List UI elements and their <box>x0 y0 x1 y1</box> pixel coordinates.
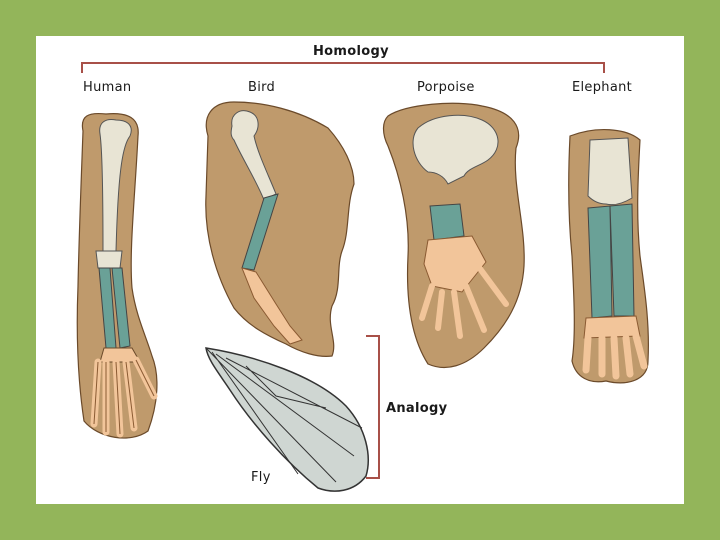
human-forelimb <box>77 114 157 439</box>
homology-analogy-figure <box>36 36 684 504</box>
homology-bracket <box>82 63 604 73</box>
elephant-label: Elephant <box>572 80 632 95</box>
elephant-wrist <box>584 316 640 338</box>
fly-wing-membrane <box>206 348 368 491</box>
porpoise-flipper <box>384 103 525 367</box>
bird-wing <box>206 102 354 356</box>
homology-label: Homology <box>313 44 389 59</box>
fly-wing <box>206 348 368 491</box>
fly-label: Fly <box>251 470 271 485</box>
human-elbow <box>96 251 122 268</box>
elephant-humerus <box>588 138 632 205</box>
human-label: Human <box>83 80 131 95</box>
diagram-panel: Homology Human Bird Porpoise Elephant An… <box>36 36 684 504</box>
porpoise-radius-ulna <box>430 204 464 240</box>
analogy-label: Analogy <box>386 401 447 416</box>
porpoise-label: Porpoise <box>417 80 475 95</box>
elephant-forelimb <box>569 130 649 383</box>
bird-label: Bird <box>248 80 275 95</box>
elephant-radius <box>588 206 612 318</box>
elephant-ulna <box>610 204 634 316</box>
